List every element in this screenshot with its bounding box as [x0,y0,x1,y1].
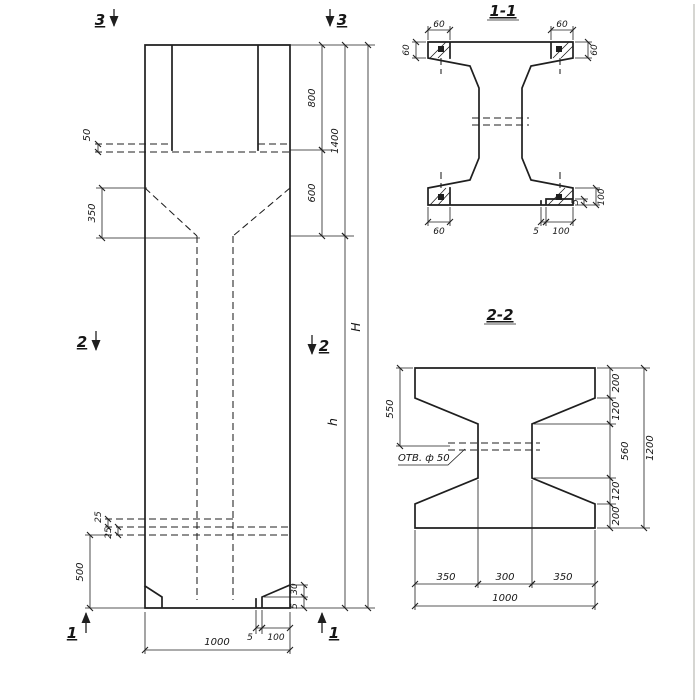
dim-label-60-bl: 60 [433,227,445,237]
dim-label-60-tl: 60 [433,20,445,30]
dim-label-600: 600 [307,183,318,202]
dim-label-H: H [348,322,363,332]
section-marker-2-right: 2 [307,335,329,355]
column-hidden-lines [95,143,291,600]
dim-label-foot-5: 5 [247,633,253,643]
section-1-hidden-lines [440,58,561,188]
dim-label-350-right: 350 [553,572,572,583]
section-1-1-title: 1-1 [489,2,516,20]
dim-label-350: 350 [87,203,98,222]
dim-label-50: 50 [82,129,93,142]
anchor-studs [438,46,562,200]
dim-label-1000-section: 1000 [492,593,517,604]
section-marker-1-right: 1 [317,612,339,642]
dim-label-560: 560 [620,441,631,460]
section-marker-label: 3 [95,11,105,29]
dim-label-60-tr: 60 [556,20,568,30]
dim-label-800: 800 [307,88,318,107]
dim-label-200-top: 200 [611,373,622,392]
dim-label-60-left: 60 [402,44,412,56]
section-2-2-view: 2-2 ОТВ. ф 50 550 200 120 560 120 200 12… [385,306,656,610]
section-marker-3-left: 3 [95,9,119,29]
column-outline [143,44,292,609]
plate-hatching [429,41,574,206]
section-2-extension-lines [396,367,650,610]
dim-label-200-bottom: 200 [611,506,622,525]
section-marker-label: 2 [319,337,329,355]
dim-label-500: 500 [75,562,86,581]
section-2-outline [414,367,596,529]
dim-label-foot-30: 30 [290,583,300,595]
dim-label-5-bottom: 5 [533,227,539,237]
section-1-1-view: 1-1 60 60 60 60 60 5 100 5 100 [402,2,607,237]
dim-label-300: 300 [495,572,514,583]
dim-label-foot-5v: 5 [290,603,300,609]
dim-label-5-right: 5 [571,199,581,205]
section-marker-3-right: 3 [325,9,347,29]
dim-label-60-right: 60 [590,44,600,56]
section-marker-label: 1 [67,624,77,642]
dim-label-h: h [325,418,340,426]
dim-label-foot-100: 100 [267,633,284,643]
section-marker-2-left: 2 [77,331,101,351]
dim-label-1000: 1000 [204,637,229,648]
dim-label-1400: 1400 [330,128,341,153]
dim-label-100-right: 100 [597,188,607,205]
dim-label-25b: 25 [104,527,114,539]
hole-callout-label: ОТВ. ф 50 [398,453,450,464]
dim-label-350-left: 350 [436,572,455,583]
dim-label-120-top: 120 [611,401,622,420]
hole-leader-line [398,448,466,466]
dim-label-100-bottom: 100 [552,227,569,237]
dim-label-1200: 1200 [645,435,656,460]
dim-label-25a: 25 [94,511,104,523]
dim-label-550: 550 [385,399,396,418]
elevation-view: 50 350 800 600 1400 h H 25 25 500 1000 5… [67,9,375,654]
section-marker-label: 3 [337,11,347,29]
dim-label-120-bottom: 120 [611,481,622,500]
section-2-2-title: 2-2 [486,306,513,324]
section-1-outline [427,41,574,206]
section-marker-label: 2 [77,333,87,351]
section-2-hole-lines [448,442,540,451]
section-marker-1-left: 1 [67,612,91,642]
section-marker-label: 1 [329,624,339,642]
